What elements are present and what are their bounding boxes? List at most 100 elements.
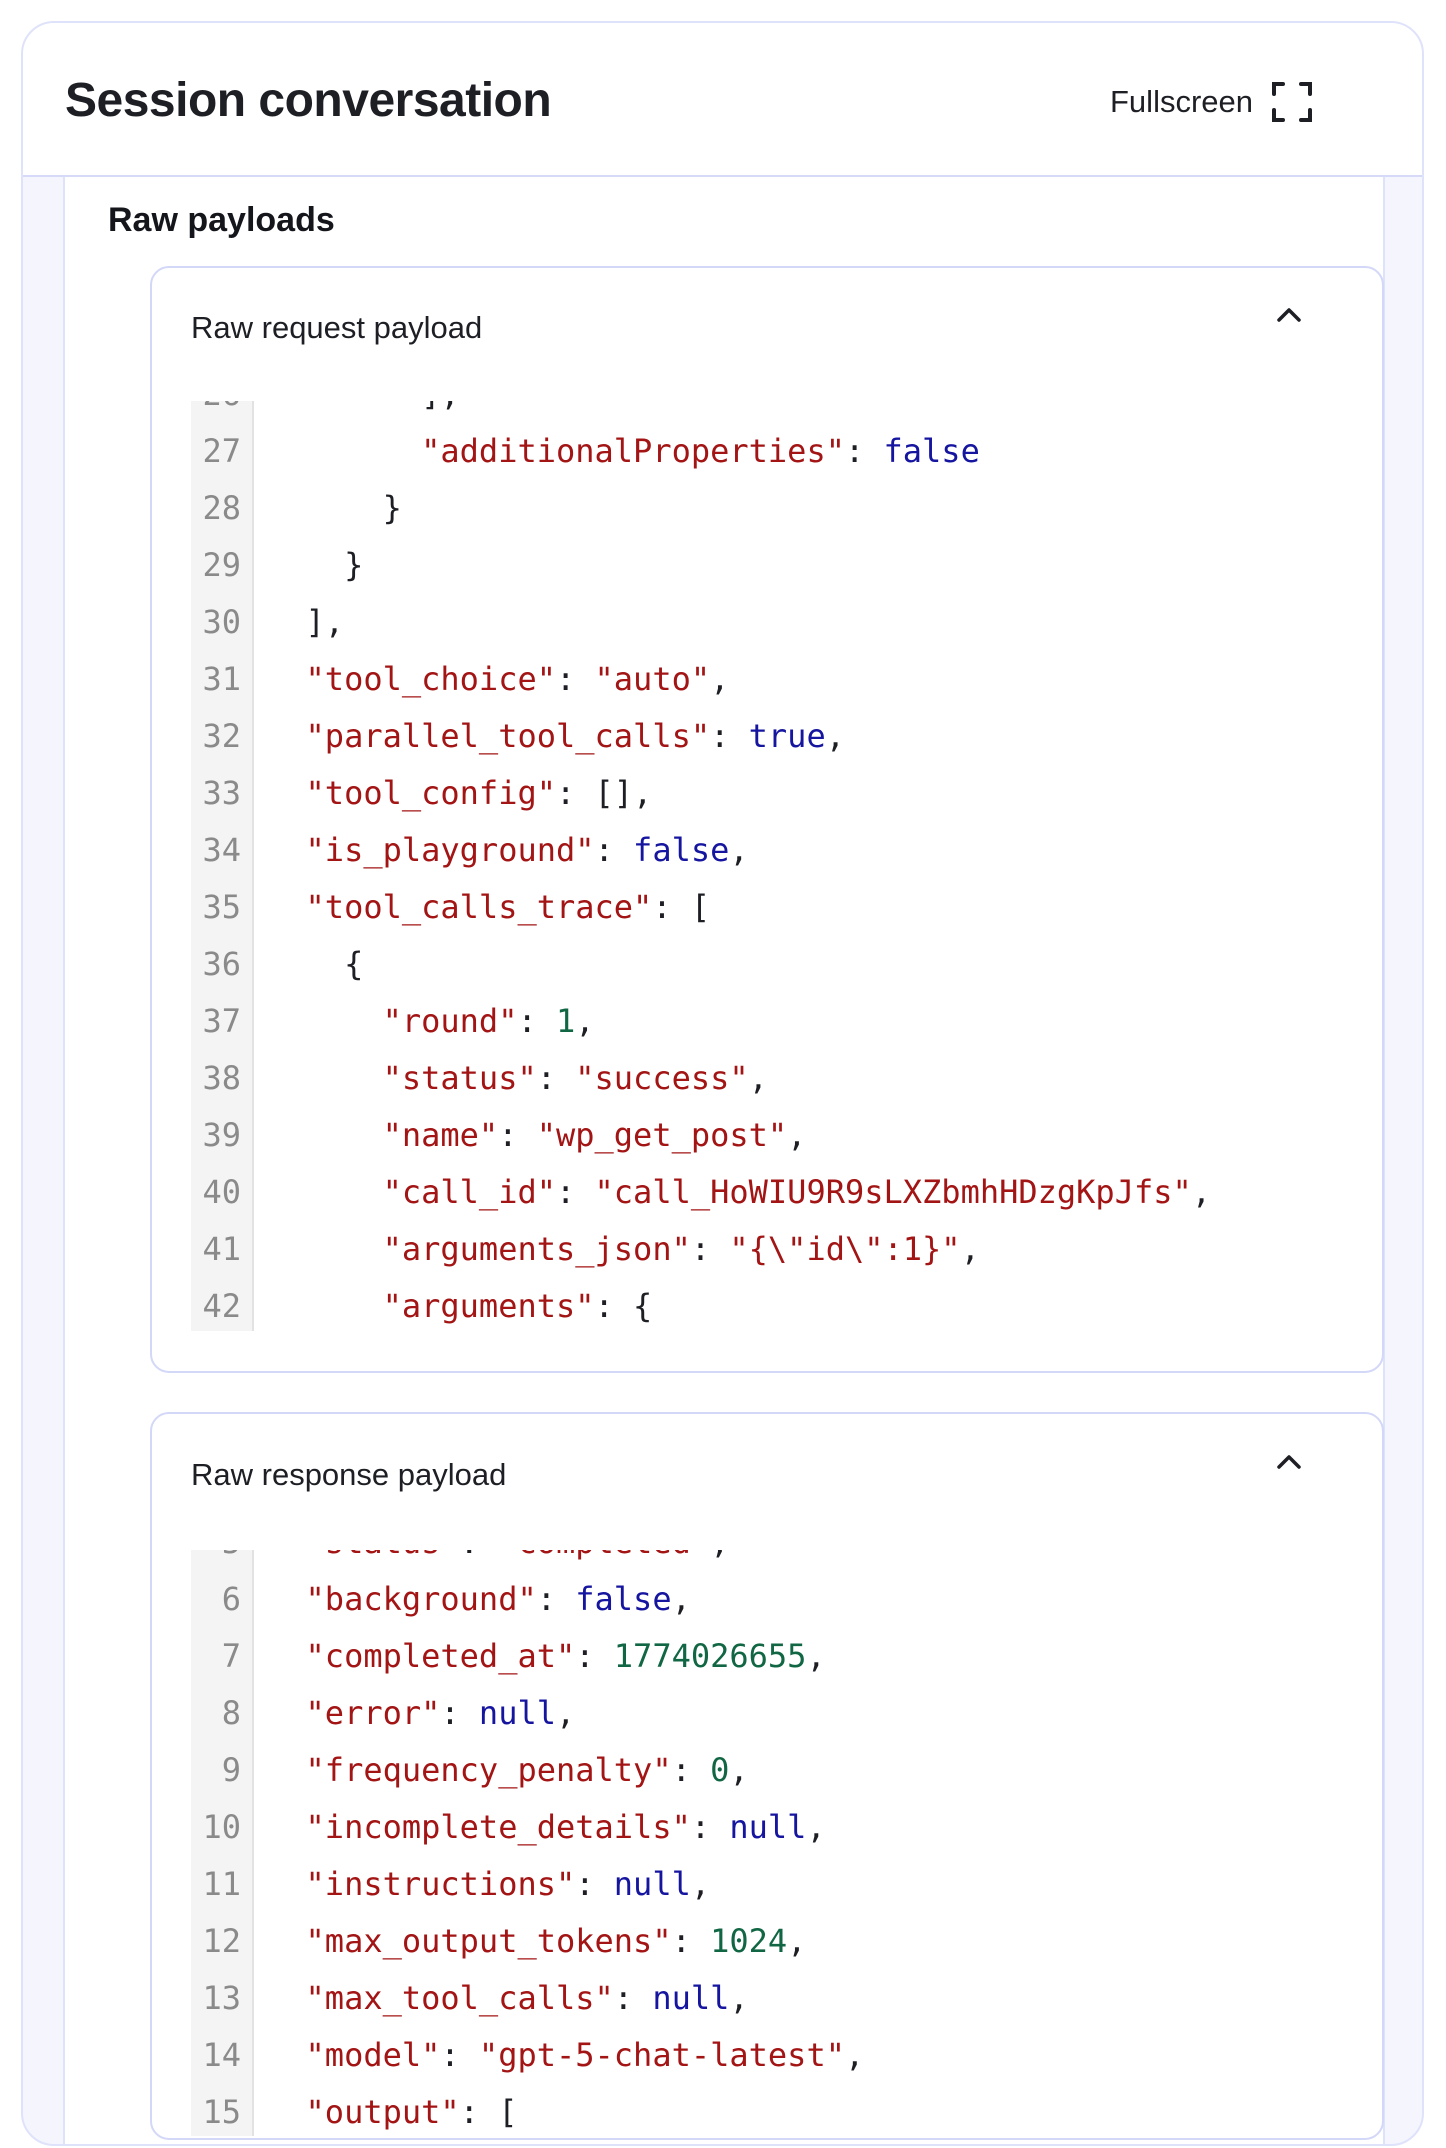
line-number: 34: [202, 831, 241, 869]
code-line: 29 }: [191, 537, 1341, 594]
line-number: 9: [221, 1751, 241, 1789]
json-string: "auto": [594, 660, 711, 698]
line-number: 11: [202, 1865, 241, 1903]
line-number: 31: [202, 660, 241, 698]
json-key: "max_output_tokens": [305, 1922, 672, 1960]
json-string: "success": [575, 1059, 749, 1097]
code-line: 5 "status": "completed",: [191, 1550, 1341, 1571]
json-key: "tool_calls_trace": [305, 888, 653, 926]
code-line: 28 }: [191, 480, 1341, 537]
line-content: "model": "gpt-5-chat-latest",: [241, 2027, 865, 2084]
json-key: "status": [306, 1550, 460, 1561]
code-line: 35 "tool_calls_trace": [: [191, 879, 1341, 936]
json-punctuation: ,: [806, 1808, 826, 1846]
json-key: "arguments_json": [382, 1230, 691, 1268]
raw-response-payload-title[interactable]: Raw response payload: [191, 1457, 507, 1492]
json-punctuation: :: [498, 1116, 537, 1154]
json-punctuation: :: [844, 432, 884, 470]
line-number: 28: [202, 489, 241, 527]
json-punctuation: :: [536, 1580, 576, 1618]
json-punctuation: [306, 1173, 383, 1211]
json-punctuation: :: [536, 1059, 576, 1097]
fullscreen-label: Fullscreen: [1110, 84, 1253, 119]
response-code-viewer[interactable]: 5 "status": "completed",6 "background": …: [191, 1550, 1341, 2136]
line-content: "name": "wp_get_post",: [241, 1107, 807, 1164]
code-line: 27 "additionalProperties": false: [191, 423, 1341, 480]
raw-request-payload-title[interactable]: Raw request payload: [191, 310, 483, 345]
json-literal: null: [478, 1694, 556, 1732]
code-line: 13 "max_tool_calls": null,: [191, 1970, 1341, 2027]
code-line: 33 "tool_config": [],: [191, 765, 1341, 822]
line-content: "frequency_penalty": 0,: [241, 1742, 749, 1799]
json-punctuation: ,: [1191, 1173, 1212, 1211]
line-content: }: [241, 537, 363, 594]
json-punctuation: ,: [960, 1230, 980, 1268]
json-punctuation: {: [305, 945, 364, 983]
line-content: "max_tool_calls": null,: [241, 1970, 749, 2027]
json-literal: false: [575, 1580, 672, 1618]
line-content: {: [241, 936, 363, 993]
json-key: "background": [305, 1580, 537, 1618]
json-key: "tool_choice": [305, 660, 556, 698]
json-punctuation: ,: [748, 1059, 768, 1097]
json-punctuation: :: [671, 1751, 711, 1789]
json-punctuation: :: [594, 831, 634, 869]
json-key: "output": [305, 2093, 460, 2131]
json-punctuation: :: [710, 717, 749, 755]
json-punctuation: :: [575, 1865, 614, 1903]
code-line: 10 "incomplete_details": null,: [191, 1799, 1341, 1856]
line-content: "status": "completed",: [241, 1550, 730, 1571]
json-punctuation: :: [690, 1230, 730, 1268]
json-punctuation: [306, 1002, 383, 1040]
json-key: "round": [382, 1002, 518, 1040]
chevron-up-icon[interactable]: [1276, 306, 1302, 324]
line-number: 36: [202, 945, 241, 983]
json-punctuation: [306, 432, 422, 470]
json-punctuation: : [: [459, 2093, 518, 2131]
request-code-viewer[interactable]: 26 ],27 "additionalProperties": false28 …: [191, 401, 1341, 1331]
line-number-gutter: [191, 401, 254, 1331]
json-number: 1774026655: [613, 1637, 807, 1675]
line-content: "arguments": {: [241, 1278, 653, 1331]
line-content: "tool_calls_trace": [: [241, 879, 711, 936]
json-punctuation: ,: [671, 1580, 691, 1618]
raw-request-payload-card: Raw request payload 26 ],27 "additionalP…: [150, 266, 1384, 1373]
line-number-gutter: [191, 1550, 254, 2136]
json-key: "max_tool_calls": [305, 1979, 614, 2017]
code-line: 30 ],: [191, 594, 1341, 651]
code-line: 37 "round": 1,: [191, 993, 1341, 1050]
line-content: "incomplete_details": null,: [241, 1799, 826, 1856]
json-punctuation: ,: [825, 717, 845, 755]
code-line: 32 "parallel_tool_calls": true,: [191, 708, 1341, 765]
json-punctuation: :: [555, 1173, 595, 1211]
code-line: 7 "completed_at": 1774026655,: [191, 1628, 1341, 1685]
line-content: "round": 1,: [241, 993, 595, 1050]
line-content: "additionalProperties": false: [241, 423, 980, 480]
code-line: 41 "arguments_json": "{\"id\":1}",: [191, 1221, 1341, 1278]
json-punctuation: [306, 1116, 383, 1154]
line-content: "call_id": "call_HoWIU9R9sLXZbmhHDzgKpJf…: [241, 1164, 1211, 1221]
code-line: 31 "tool_choice": "auto",: [191, 651, 1341, 708]
line-content: "arguments_json": "{\"id\":1}",: [241, 1221, 980, 1278]
json-punctuation: :: [690, 1808, 730, 1846]
json-key: "parallel_tool_calls": [305, 717, 711, 755]
line-content: "parallel_tool_calls": true,: [241, 708, 845, 765]
line-number: 6: [221, 1580, 241, 1618]
line-content: ],: [241, 401, 460, 423]
line-number: 5: [191, 1550, 241, 1571]
json-punctuation: : [],: [555, 774, 653, 812]
fullscreen-button[interactable]: Fullscreen: [1110, 81, 1313, 123]
line-content: "background": false,: [241, 1571, 691, 1628]
chevron-up-icon[interactable]: [1276, 1453, 1302, 1471]
line-content: "max_output_tokens": 1024,: [241, 1913, 807, 1970]
session-conversation-card: Session conversation Fullscreen Raw payl…: [21, 21, 1424, 2146]
json-number: 0: [710, 1751, 730, 1789]
json-key: "model": [305, 2036, 441, 2074]
json-punctuation: :: [460, 1550, 499, 1561]
json-punctuation: ,: [710, 660, 730, 698]
code-line: 14 "model": "gpt-5-chat-latest",: [191, 2027, 1341, 2084]
json-key: "error": [305, 1694, 441, 1732]
json-punctuation: : {: [594, 1287, 653, 1325]
json-punctuation: ,: [787, 1116, 807, 1154]
line-number: 30: [202, 603, 241, 641]
